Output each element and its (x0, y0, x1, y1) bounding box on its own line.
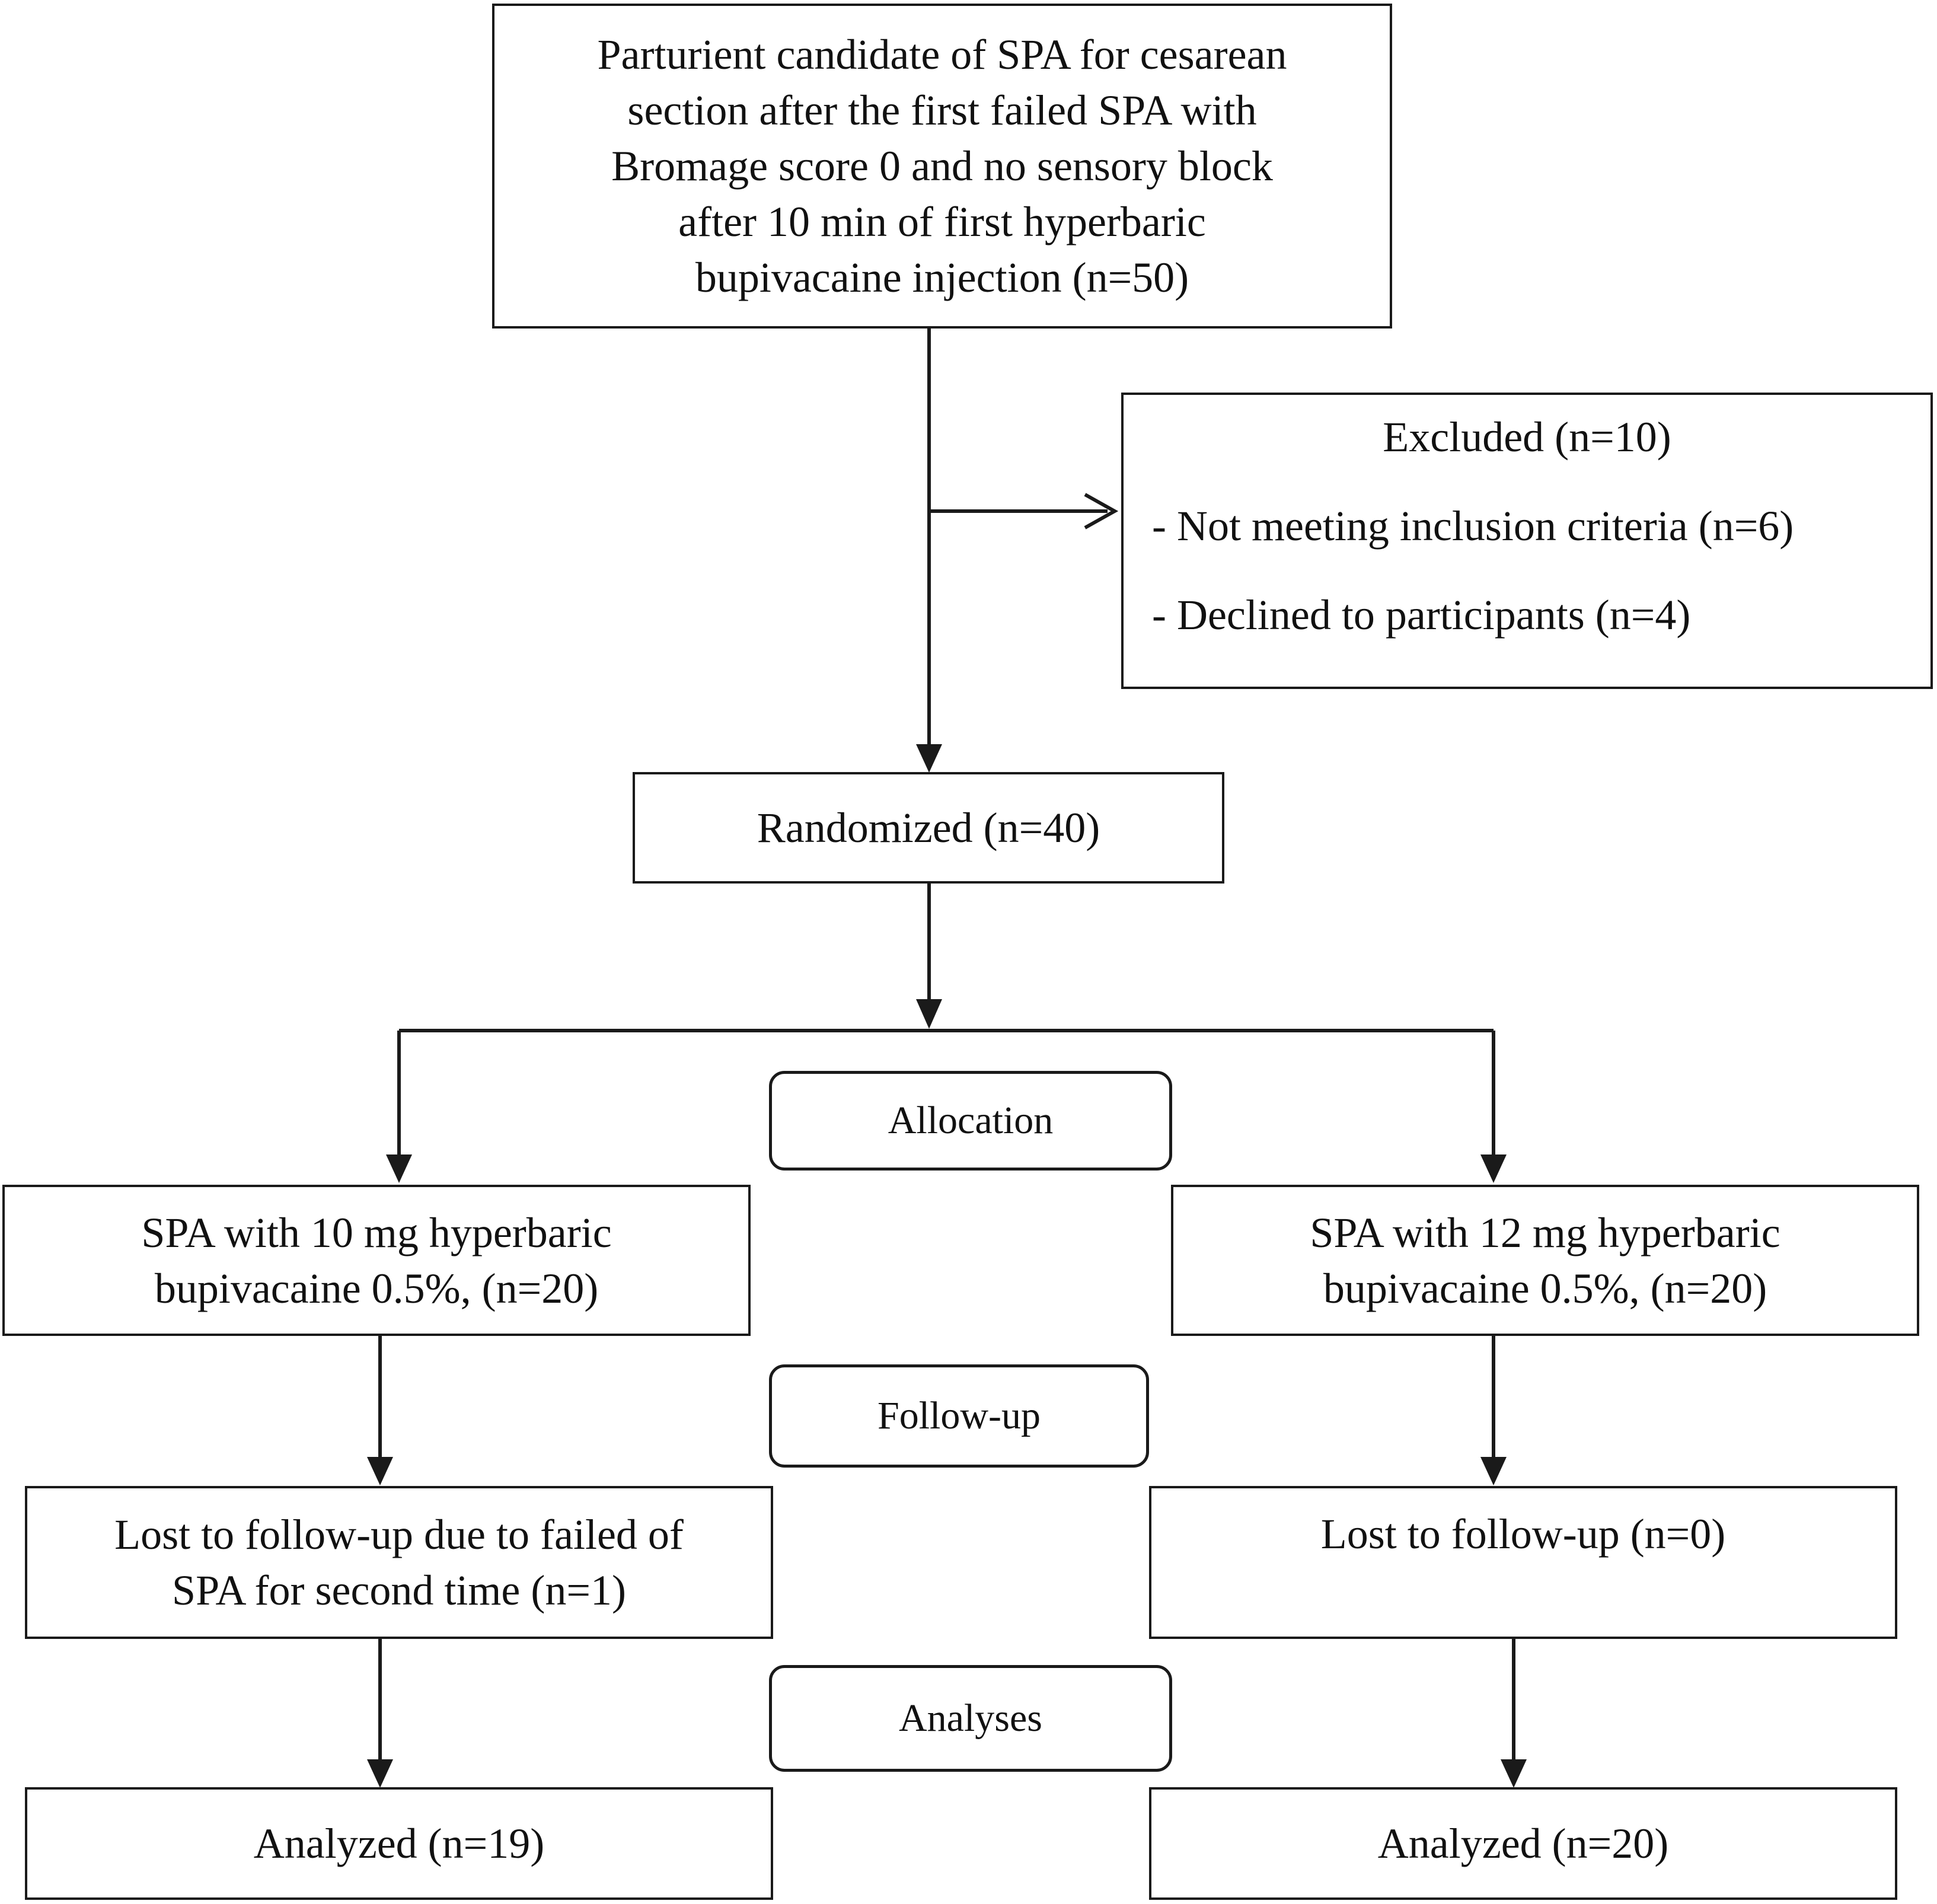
excluded-item-declined: - Declined to participants (n=4) (1152, 591, 1691, 639)
split-arrowhead (916, 999, 942, 1029)
left-analyses-arrowhead (367, 1759, 393, 1788)
enrollment-line-2: section after the first failed SPA with (627, 87, 1257, 134)
enrollment-line-4: after 10 min of first hyperbaric (678, 198, 1206, 245)
excluded-box: Excluded (n=10) - Not meeting inclusion … (1121, 393, 1933, 689)
left-allocation-line-1: SPA with 10 mg hyperbaric (141, 1208, 612, 1256)
right-analyzed-box: Analyzed (n=20) (1149, 1787, 1897, 1900)
right-allocation-line-2: bupivacaine 0.5%, (n=20) (1323, 1264, 1767, 1312)
right-followup-arrowhead (1480, 1457, 1507, 1485)
left-follow-up-line-2: SPA for second time (n=1) (172, 1567, 626, 1614)
right-allocation-arrowhead (1480, 1154, 1507, 1183)
randomized-label: Randomized (n=40) (757, 804, 1100, 851)
analyses-stage-text: Analyses (899, 1696, 1042, 1740)
right-analyzed-label: Analyzed (n=20) (1377, 1820, 1669, 1867)
left-follow-up-line-1: Lost to follow-up due to failed of (114, 1511, 684, 1558)
enrollment-line-1: Parturient candidate of SPA for cesarean (597, 31, 1287, 78)
randomized-arrowhead (916, 744, 942, 773)
left-allocation-line-2: bupivacaine 0.5%, (n=20) (154, 1264, 599, 1312)
right-analyses-arrowhead (1501, 1759, 1527, 1788)
left-follow-up-box: Lost to follow-up due to failed of SPA f… (25, 1486, 773, 1639)
enrollment-line-3: Bromage score 0 and no sensory block (611, 142, 1273, 190)
excluded-arrowhead (1084, 493, 1119, 530)
right-follow-up-box: Lost to follow-up (n=0) (1149, 1486, 1897, 1639)
allocation-stage-text: Allocation (888, 1099, 1054, 1142)
analyses-stage-label: Analyses (769, 1665, 1172, 1772)
right-allocation-line-1: SPA with 12 mg hyperbaric (1310, 1208, 1780, 1256)
right-follow-up-line-1: Lost to follow-up (n=0) (1320, 1510, 1726, 1558)
left-allocation-arrowhead (386, 1154, 412, 1183)
enrollment-line-5: bupivacaine injection (n=50) (695, 254, 1189, 301)
follow-up-stage-label: Follow-up (769, 1364, 1149, 1468)
left-allocation-box: SPA with 10 mg hyperbaric bupivacaine 0.… (2, 1185, 751, 1336)
enrollment-box: Parturient candidate of SPA for cesarean… (492, 4, 1392, 329)
left-followup-arrowhead (367, 1457, 393, 1485)
allocation-stage-label: Allocation (769, 1071, 1172, 1171)
left-analyzed-label: Analyzed (n=19) (253, 1820, 545, 1867)
left-analyzed-box: Analyzed (n=19) (25, 1787, 773, 1900)
excluded-title: Excluded (n=10) (1383, 413, 1671, 461)
follow-up-stage-text: Follow-up (877, 1394, 1041, 1437)
randomized-box: Randomized (n=40) (633, 772, 1224, 884)
right-allocation-box: SPA with 12 mg hyperbaric bupivacaine 0.… (1171, 1185, 1919, 1336)
excluded-item-inclusion: - Not meeting inclusion criteria (n=6) (1152, 502, 1794, 550)
